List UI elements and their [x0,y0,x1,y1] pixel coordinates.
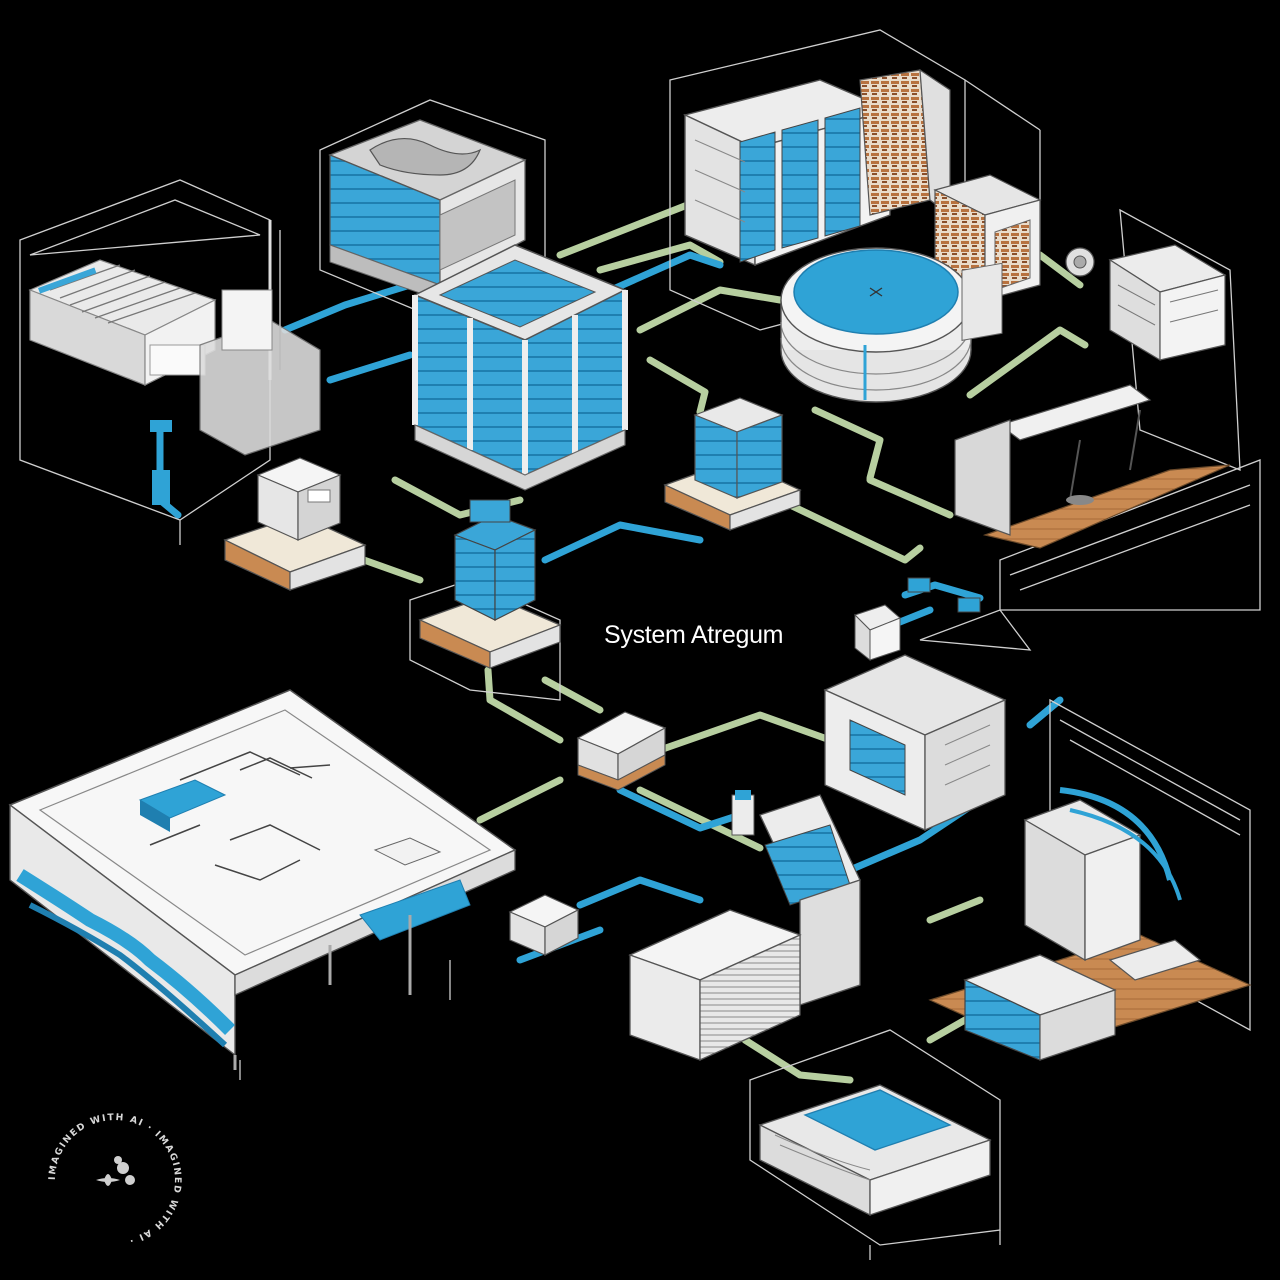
enclosure-right-middle [823,654,1007,832]
diagram-label: System Atregum [604,621,783,649]
small-unit-platform-left [223,457,367,591]
console-bottom-center [628,794,861,1062]
sparkle-icon [96,1156,135,1186]
watermark: IMAGINED WITH AI · IMAGINED WITH AI · [47,1112,181,1247]
pipe-network [156,196,1089,1084]
peripheral-shelf-right [1065,244,1227,362]
server-rack-top-right [682,79,893,267]
connector-box-center [576,711,755,836]
small-box-table [508,894,580,956]
circular-storage-unit [780,247,972,403]
machine-bottom-right [928,787,1252,1061]
device-cluster-right-label [854,577,981,662]
blueprint-table [8,689,517,1070]
workstation-left [28,220,321,505]
server-rack-cube-center [412,244,628,491]
tower-rack-platform [418,499,562,669]
small-rack-platform [663,397,802,531]
hvac-unit-top [328,119,527,301]
tray-unit-bottom [758,1084,992,1217]
desk-station-right [954,262,1231,549]
